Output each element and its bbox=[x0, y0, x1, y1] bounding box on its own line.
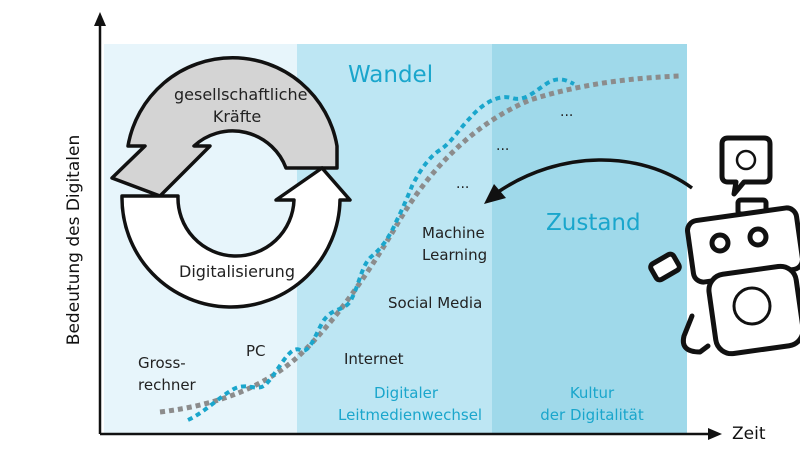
milestone-social-media: Social Media bbox=[388, 294, 483, 312]
x-axis-arrow bbox=[708, 428, 722, 440]
axes bbox=[94, 12, 722, 440]
phase-label-3: Kultur der Digitalität bbox=[540, 384, 644, 424]
cycle-top-arrow bbox=[110, 56, 339, 198]
y-axis-label: Bedeutung des Digitalen bbox=[64, 134, 84, 346]
x-axis-label: Zeit bbox=[732, 424, 766, 444]
zustand-title: Zustand bbox=[546, 210, 641, 236]
y-axis-arrow bbox=[94, 12, 106, 26]
milestone-internet: Internet bbox=[344, 350, 404, 368]
cycle-top-label: gesellschaftliche Kräfte bbox=[174, 85, 308, 126]
zustand-arrow bbox=[497, 158, 694, 194]
milestone-machine-learning: Machine Learning bbox=[422, 224, 488, 264]
technology-wave bbox=[187, 77, 575, 422]
phase-label-2: Digitaler Leitmedienwechsel bbox=[338, 384, 483, 424]
milestone-pc: PC bbox=[246, 342, 266, 360]
phase-band-3 bbox=[492, 44, 687, 434]
milestone-ellipsis-2: ... bbox=[496, 138, 510, 154]
zustand-arrowhead bbox=[484, 184, 506, 204]
milestone-ellipsis-1: ... bbox=[456, 176, 470, 192]
milestone-ellipsis-3: ... bbox=[560, 104, 574, 120]
cycle-bottom-arrow bbox=[120, 166, 352, 309]
robot-icon bbox=[648, 135, 800, 357]
cycle-bottom-label: Digitalisierung bbox=[179, 262, 295, 281]
wandel-title: Wandel bbox=[348, 62, 434, 88]
milestone-grossrechner: Gross- rechner bbox=[138, 354, 196, 394]
